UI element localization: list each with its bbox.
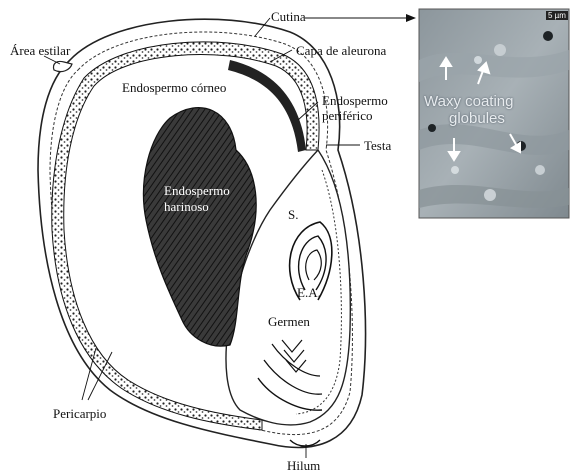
label-testa: Testa (364, 138, 391, 153)
label-endospermo-periferico-2: periférico (322, 108, 373, 123)
micrograph-caption-2: globules (449, 111, 505, 127)
label-germen: Germen (268, 314, 310, 329)
arrow-head (406, 14, 416, 22)
micrograph-scale-badge: 5 µm (546, 11, 568, 20)
label-capa-aleurona: Capa de aleurona (296, 43, 386, 58)
micrograph-caption-1: Waxy coating (424, 94, 513, 110)
label-area-estilar: Área estilar (10, 43, 70, 58)
label-endospermo-harinoso-2: harinoso (164, 199, 209, 214)
label-eje-embrionario: E.A. (297, 285, 321, 300)
label-pericarpio: Pericarpio (53, 406, 106, 421)
label-endospermo-harinoso-1: Endospermo (164, 183, 230, 198)
label-escutelo: S. (288, 207, 298, 222)
label-endospermo-periferico-1: Endospermo (322, 93, 388, 108)
label-endospermo-corneo: Endospermo córneo (122, 80, 226, 95)
label-cutina: Cutina (271, 9, 306, 24)
